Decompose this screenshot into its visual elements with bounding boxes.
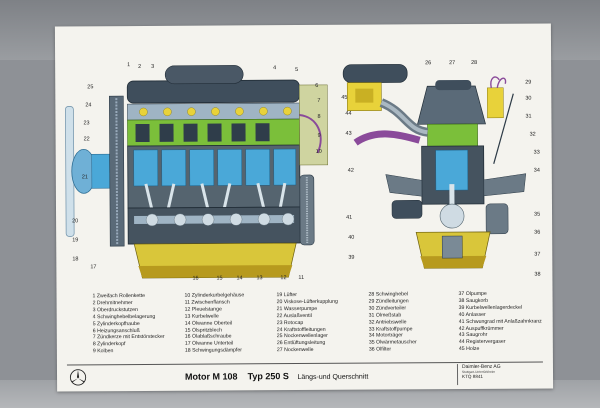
callout-41: 41 <box>346 214 353 221</box>
callout-8: 8 <box>317 113 321 120</box>
callout-6: 6 <box>315 82 319 89</box>
callout-13: 13 <box>256 275 263 282</box>
callout-35: 35 <box>534 211 541 218</box>
callout-24: 24 <box>85 102 92 109</box>
callout-5: 5 <box>295 67 299 74</box>
callout-42: 42 <box>347 167 354 174</box>
callout-45: 45 <box>341 94 348 101</box>
callout-3: 3 <box>151 63 155 70</box>
callout-32: 32 <box>529 131 536 138</box>
callout-34: 34 <box>533 167 540 174</box>
mercedes-star-logo <box>69 369 87 386</box>
callout-1: 1 <box>127 62 131 69</box>
callout-15: 15 <box>216 275 223 282</box>
callout-25: 25 <box>87 84 94 91</box>
callout-11: 11 <box>298 275 305 282</box>
callout-22: 22 <box>83 136 90 143</box>
callout-16: 16 <box>192 275 199 282</box>
callout-44: 44 <box>345 110 352 117</box>
callout-38: 38 <box>534 271 541 278</box>
title-type: Typ 250 S <box>247 371 289 382</box>
callout-29: 29 <box>525 79 532 86</box>
callout-40: 40 <box>348 234 355 241</box>
callout-18: 18 <box>72 256 79 263</box>
callout-14: 14 <box>236 275 243 282</box>
callout-12: 12 <box>280 275 287 282</box>
callout-4: 4 <box>273 65 277 72</box>
callout-7: 7 <box>317 97 321 104</box>
callout-33: 33 <box>533 149 540 156</box>
callout-19: 19 <box>72 237 79 244</box>
callout-9: 9 <box>317 132 321 139</box>
callout-37: 37 <box>534 251 541 258</box>
callout-31: 31 <box>525 113 532 120</box>
callout-43: 43 <box>345 130 352 137</box>
company-code: KTQ 8841 <box>462 373 484 380</box>
callout-27: 27 <box>449 60 456 67</box>
title-motor: Motor M 108 <box>185 371 238 382</box>
engine-cutaway-illustration <box>64 64 527 279</box>
callout-36: 36 <box>534 229 541 236</box>
callout-2: 2 <box>138 63 142 71</box>
callout-20: 20 <box>72 218 79 225</box>
callout-39: 39 <box>348 254 355 261</box>
callout-10: 10 <box>315 148 322 155</box>
legend-column-5: 37 Ölpumpe 38 Saugkorb 39 Kurbelwellenla… <box>459 290 577 353</box>
poster-sheet: 1 2 3 4 5 6 7 8 9 10 11 12 13 14 15 16 1… <box>54 23 554 392</box>
callout-26: 26 <box>425 60 432 67</box>
callout-21: 21 <box>81 174 88 181</box>
title-bar: Motor M 108 Typ 250 S Längs-und Querschn… <box>66 361 547 390</box>
poster-title: Motor M 108 Typ 250 S Längs-und Querschn… <box>185 371 368 382</box>
callout-30: 30 <box>525 95 532 102</box>
title-subtitle: Längs-und Querschnitt <box>297 373 369 382</box>
callout-23: 23 <box>83 120 90 127</box>
company-block: Daimler-Benz AG Stuttgart-Untertürkheim … <box>456 363 547 386</box>
callout-17: 17 <box>90 264 97 271</box>
parts-legend: 1 Zweifach Rollenkette 2 Drehmitnehmer 3… <box>93 291 543 364</box>
legend-item: 45 Holze <box>458 346 480 353</box>
callout-28: 28 <box>471 59 478 66</box>
